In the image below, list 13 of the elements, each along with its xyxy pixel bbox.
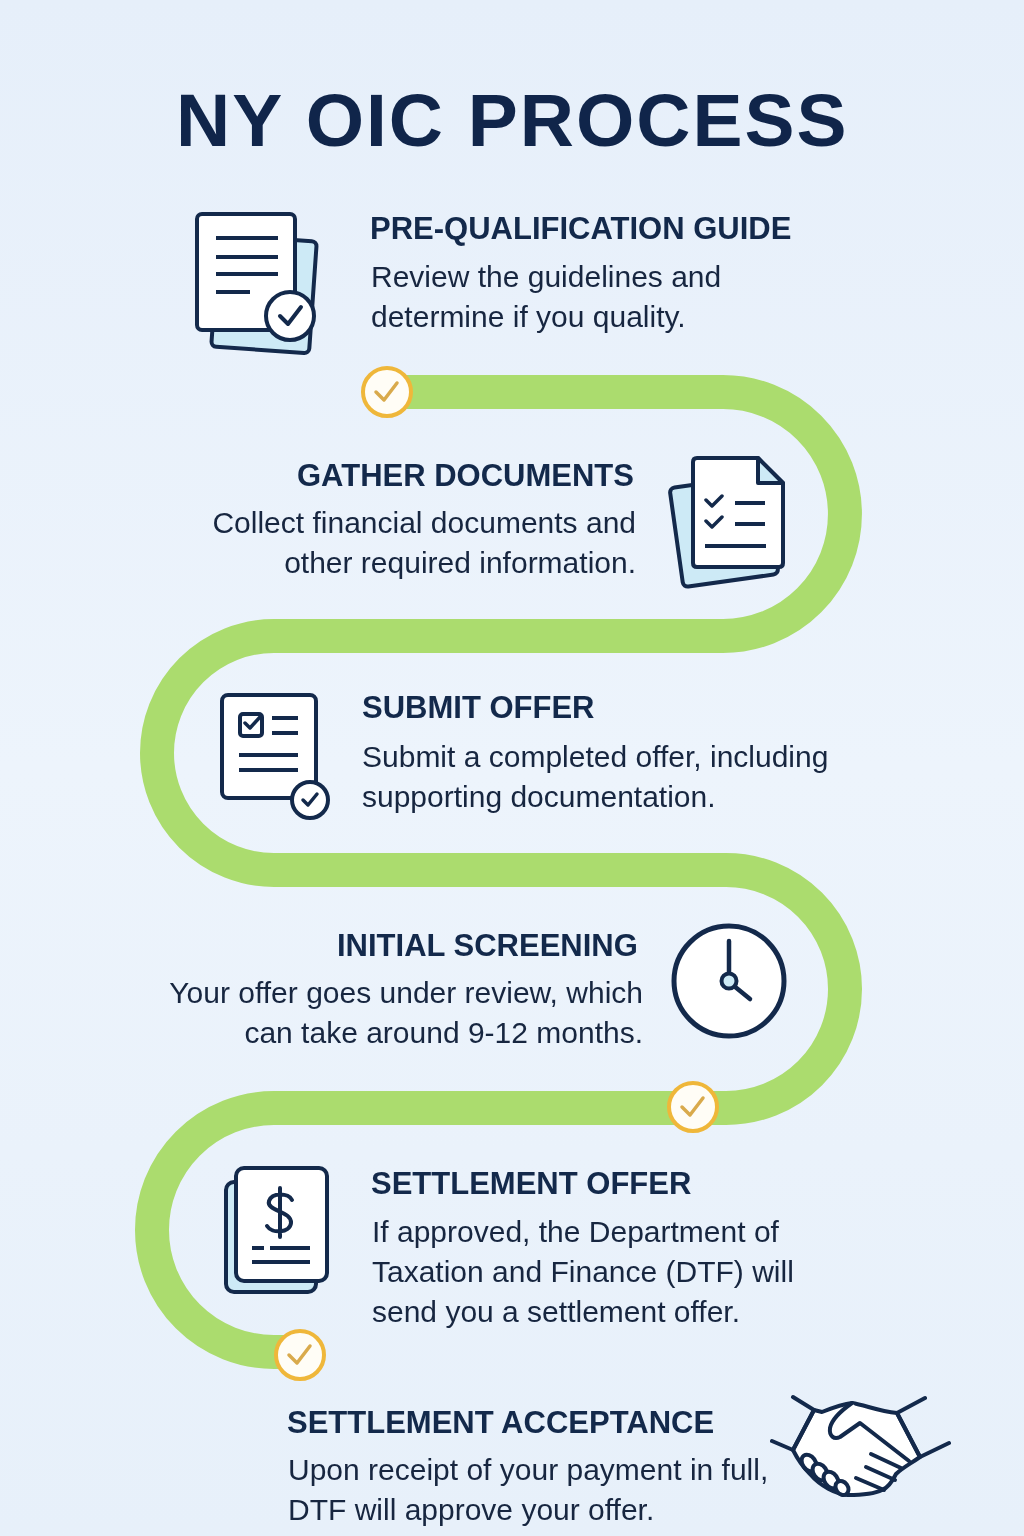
step-description: Submit a completed offer, including supporting documentation. bbox=[362, 739, 830, 815]
step-heading: SETTLEMENT ACCEPTANCE bbox=[287, 1405, 715, 1441]
step-heading: INITIAL SCREENING bbox=[337, 928, 638, 964]
step-description: If approved, the Department of Taxation and Finance (DTF) will send you a settlement offer. bbox=[372, 1214, 795, 1330]
title: NY OIC PROCESS bbox=[176, 83, 849, 158]
step-heading: SUBMIT OFFER bbox=[362, 690, 595, 726]
step-heading: SETTLEMENT OFFER bbox=[371, 1166, 692, 1202]
step-description: Collect financial documents and other required information. bbox=[211, 505, 636, 581]
step-description: Review the guidelines and determine if you quality. bbox=[371, 259, 723, 335]
step-heading: GATHER DOCUMENTS bbox=[297, 458, 634, 494]
step-description: Your offer goes under review, which can take around 9-12 months. bbox=[168, 975, 643, 1051]
step-heading: PRE-QUALIFICATION GUIDE bbox=[370, 211, 792, 247]
step-description: Upon receipt of your payment in full, DTF will approve your offer. bbox=[288, 1452, 770, 1528]
